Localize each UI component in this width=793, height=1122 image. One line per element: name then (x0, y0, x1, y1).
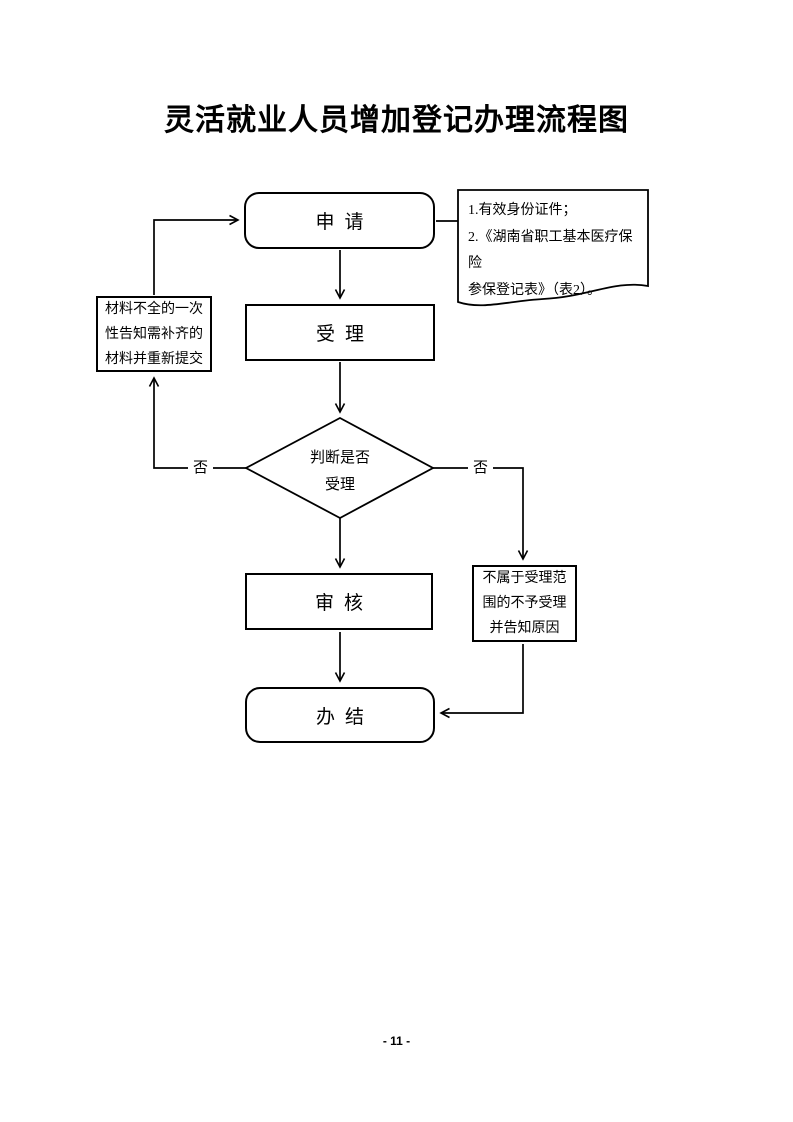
incomplete-materials-line: 性告知需补齐的 (105, 326, 203, 342)
node-apply: 申请 (244, 192, 435, 249)
edge-label-left-no: 否 (188, 458, 214, 478)
node-accept: 受理 (245, 304, 435, 361)
node-accept-label: 受理 (315, 324, 374, 345)
reject-reason-line: 围的不予受理 (482, 596, 567, 611)
document-note-shape (457, 189, 649, 307)
edge-decision-no-left-to-incomplete (148, 376, 246, 469)
incomplete-materials-line: 材料并重新提交 (105, 351, 203, 367)
required-documents-line: 2.《湖南省职工基本医疗保险 (468, 229, 633, 272)
reject-reason-line: 并告知原因 (489, 621, 560, 636)
page-title: 灵活就业人员增加登记办理流程图 (164, 104, 629, 137)
reject-reason-line: 不属于受理范 (482, 571, 567, 586)
edge-decision-no-right-to-reject (433, 467, 529, 561)
node-review-label: 审核 (314, 593, 373, 614)
decision-label-line: 判断是否 (309, 450, 370, 466)
note-incomplete-materials: 材料不全的一次 性告知需补齐的 材料并重新提交 (96, 296, 212, 372)
required-documents-line: 参保登记表》（表2）。 (468, 282, 601, 298)
node-finish-label: 办结 (315, 706, 374, 728)
node-review: 审核 (245, 573, 433, 630)
node-apply-label: 申请 (315, 212, 374, 233)
node-decision-label: 判断是否 受理 (270, 445, 410, 499)
required-documents-line: 1.有效身份证件； (468, 203, 577, 218)
edge-incomplete-to-apply (153, 214, 240, 295)
note-reject-reason: 不属于受理范 围的不予受理 并告知原因 (472, 565, 577, 642)
node-finish: 办结 (245, 687, 435, 743)
edge-reject-to-finish (439, 644, 524, 719)
decision-label-line: 受理 (324, 477, 355, 493)
incomplete-materials-line: 材料不全的一次 (105, 301, 203, 317)
note-required-documents: 1.有效身份证件； 2.《湖南省职工基本医疗保险 参保登记表》（表2）。 (468, 198, 646, 304)
page-number: - 11 - (382, 1034, 411, 1048)
edge-label-right-no: 否 (468, 458, 494, 478)
